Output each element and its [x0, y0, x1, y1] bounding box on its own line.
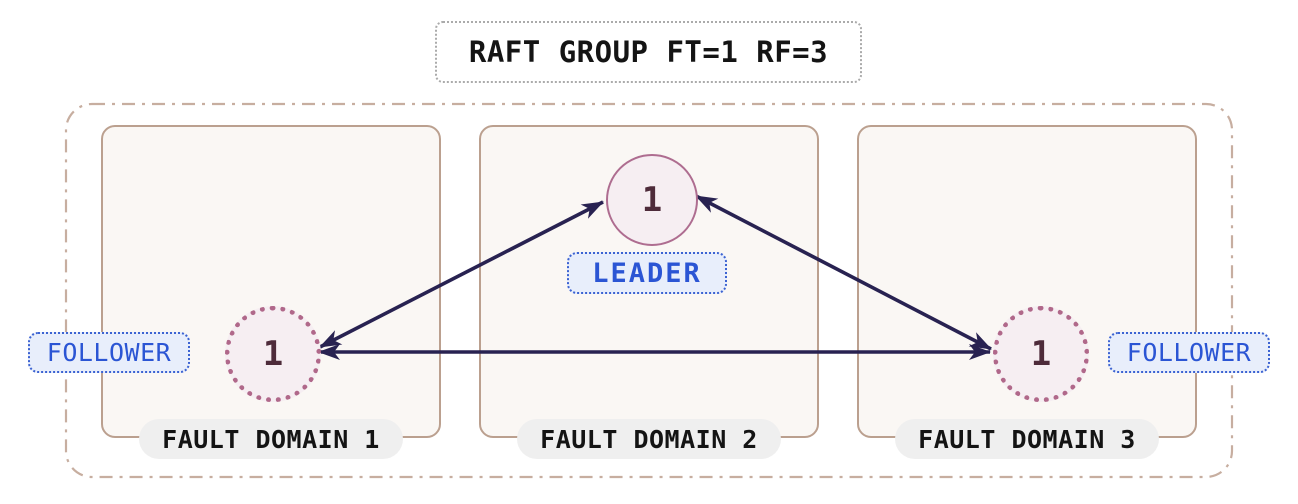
- node-circle-leader: 1: [606, 154, 698, 246]
- fault-domain-1-box: FAULT DOMAIN 1 1: [101, 125, 441, 459]
- role-badge-follower-1-label: FOLLOWER: [46, 338, 172, 367]
- node-id-leader: 1: [641, 180, 663, 220]
- role-badge-leader: LEADER: [567, 252, 727, 294]
- node-circle-follower-1: 1: [225, 306, 321, 402]
- role-badge-follower-3-label: FOLLOWER: [1126, 338, 1252, 367]
- role-badge-follower-1: FOLLOWER: [28, 332, 190, 373]
- fault-domain-1-label-pill: FAULT DOMAIN 1: [139, 419, 403, 459]
- fault-domain-3-label: FAULT DOMAIN 3: [918, 424, 1136, 454]
- node-circle-follower-3: 1: [993, 306, 1089, 402]
- raft-group-title-label: RAFT GROUP FT=1 RF=3: [468, 35, 829, 69]
- node-id-follower-3: 1: [1030, 334, 1052, 374]
- fault-domain-2-label-pill: FAULT DOMAIN 2: [517, 419, 781, 459]
- node-id-follower-1: 1: [262, 334, 284, 374]
- fault-domain-3-box: FAULT DOMAIN 3 1: [857, 125, 1197, 459]
- fault-domain-1-label: FAULT DOMAIN 1: [162, 424, 380, 454]
- fault-domain-3-label-pill: FAULT DOMAIN 3: [895, 419, 1159, 459]
- role-badge-follower-3: FOLLOWER: [1108, 332, 1270, 373]
- raft-group-title: RAFT GROUP FT=1 RF=3: [435, 21, 862, 83]
- role-badge-leader-label: LEADER: [592, 257, 702, 289]
- fault-domain-2-label: FAULT DOMAIN 2: [540, 424, 758, 454]
